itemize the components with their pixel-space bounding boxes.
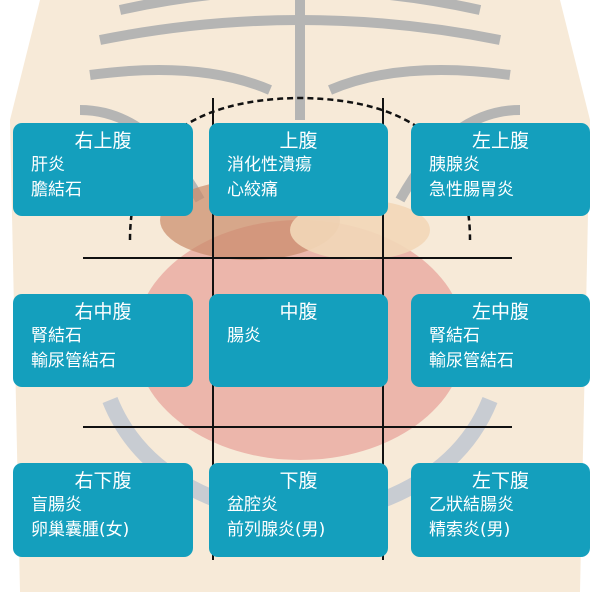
condition: 急性腸胃炎 xyxy=(429,180,514,200)
condition: 心絞痛 xyxy=(227,180,278,200)
region-epigastric: 上腹 消化性潰瘍 心絞痛 xyxy=(209,123,388,216)
condition: 前列腺炎(男) xyxy=(227,520,326,540)
region-title: 左中腹 xyxy=(471,301,529,323)
region-title: 右上腹 xyxy=(74,130,132,152)
region-title: 右下腹 xyxy=(74,470,132,492)
region-title: 左上腹 xyxy=(471,130,529,152)
region-title: 左下腹 xyxy=(471,470,529,492)
condition: 輸尿管結石 xyxy=(31,351,116,371)
region-title: 下腹 xyxy=(279,470,318,492)
region-title: 上腹 xyxy=(279,130,318,152)
region-right-upper: 右上腹 肝炎 膽結石 xyxy=(13,123,193,216)
region-left-lower: 左下腹 乙狀結腸炎 精索炎(男) xyxy=(411,463,590,557)
region-umbilical: 中腹 腸炎 xyxy=(209,294,388,387)
condition: 腎結石 xyxy=(31,326,82,346)
condition: 盲腸炎 xyxy=(31,495,82,515)
region-title: 右中腹 xyxy=(74,301,132,323)
condition: 乙狀結腸炎 xyxy=(429,495,514,515)
region-right-middle: 右中腹 腎結石 輸尿管結石 xyxy=(13,294,193,387)
region-title: 中腹 xyxy=(279,301,318,323)
condition: 腎結石 xyxy=(429,326,480,346)
condition: 胰腺炎 xyxy=(429,155,480,175)
region-right-lower: 右下腹 盲腸炎 卵巢囊腫(女) xyxy=(13,463,193,557)
region-left-upper: 左上腹 胰腺炎 急性腸胃炎 xyxy=(411,123,590,216)
condition: 消化性潰瘍 xyxy=(227,155,312,175)
condition: 腸炎 xyxy=(227,326,261,346)
condition: 卵巢囊腫(女) xyxy=(31,520,130,540)
condition: 精索炎(男) xyxy=(429,520,511,540)
condition: 盆腔炎 xyxy=(227,495,278,515)
region-hypogastric: 下腹 盆腔炎 前列腺炎(男) xyxy=(209,463,388,557)
condition: 輸尿管結石 xyxy=(429,351,514,371)
region-left-middle: 左中腹 腎結石 輸尿管結石 xyxy=(411,294,590,387)
condition: 膽結石 xyxy=(31,180,82,200)
condition: 肝炎 xyxy=(31,155,65,175)
